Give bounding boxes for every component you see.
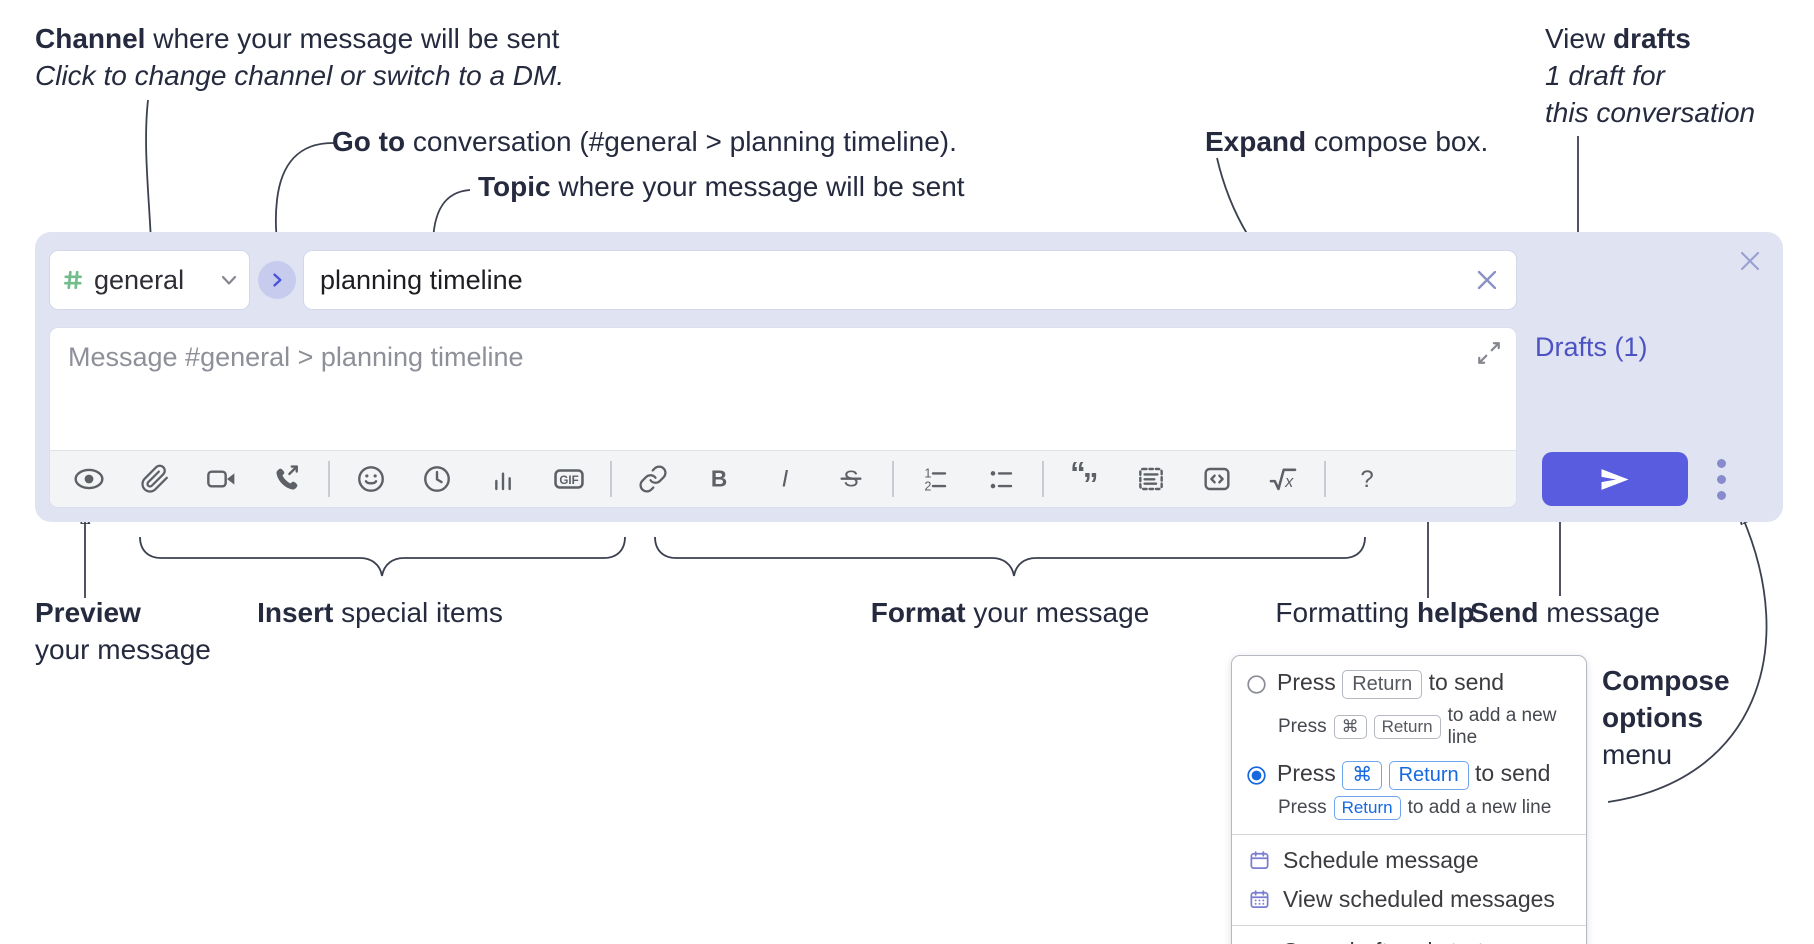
option-text: Press ⌘ Return to send (1277, 760, 1550, 790)
menu-item-save-draft[interactable]: Save draft and start a new message (1232, 932, 1586, 944)
link-icon[interactable] (633, 459, 673, 499)
compose-options-annotation: Compose options menu (1602, 665, 1730, 770)
video-call-icon[interactable] (201, 459, 241, 499)
toolbar-divider (328, 461, 330, 497)
svg-text:GIF: GIF (559, 474, 578, 487)
attach-file-icon[interactable] (135, 459, 175, 499)
poll-icon[interactable] (483, 459, 523, 499)
emoji-icon[interactable] (351, 459, 391, 499)
message-placeholder: Message #general > planning timeline (68, 342, 524, 372)
gif-icon[interactable]: GIF (549, 459, 589, 499)
clear-topic-icon[interactable] (1474, 267, 1500, 293)
menu-option-enter-sends[interactable]: Press Return to send (1232, 666, 1586, 702)
option-text: Press Return to send (1277, 669, 1504, 699)
radio-selected-icon (1247, 765, 1266, 785)
svg-text:I: I (782, 465, 789, 492)
voice-call-icon[interactable] (267, 459, 307, 499)
format-annotation: Format your message (870, 597, 1150, 628)
view-drafts-annotation: View drafts 1 draft for this conversatio… (1545, 23, 1756, 128)
toolbar-divider (1042, 461, 1044, 497)
calendar-icon (1250, 851, 1269, 870)
channel-arrow (146, 99, 151, 242)
formatting-help-icon[interactable]: ? (1347, 459, 1387, 499)
topic-annotation: Topic where your message will be sent (478, 171, 965, 202)
menu-item-view-scheduled-messages[interactable]: View scheduled messages (1232, 880, 1586, 919)
toolbar-divider (892, 461, 894, 497)
svg-text:2: 2 (924, 479, 931, 493)
svg-text:1: 1 (924, 467, 931, 481)
expand-annotation: Expand compose box. (1205, 126, 1489, 157)
calendar-dots-icon (1250, 890, 1269, 909)
svg-text:B: B (711, 465, 727, 491)
svg-text:“: “ (1070, 462, 1086, 490)
italic-icon[interactable]: I (765, 459, 805, 499)
channel-name: general (94, 264, 185, 295)
close-compose-icon[interactable] (1737, 248, 1763, 274)
menu-divider (1232, 925, 1586, 926)
send-button[interactable] (1542, 452, 1688, 506)
code-icon[interactable] (1197, 459, 1237, 499)
bulleted-list-icon[interactable] (981, 459, 1021, 499)
topic-value: planning timeline (320, 264, 523, 295)
channel-selector[interactable]: general (49, 250, 250, 310)
insert-brace (139, 536, 626, 577)
svg-text:x: x (1284, 473, 1294, 491)
go-to-conversation-button[interactable] (258, 261, 296, 299)
format-brace (654, 536, 1366, 577)
channel-annotation: Channel where your message will be sent … (35, 23, 565, 91)
global-time-icon[interactable] (417, 459, 457, 499)
drafts-link[interactable]: Drafts (1) (1535, 332, 1648, 362)
radio-unselected-icon (1247, 674, 1266, 694)
compose-box: general planning timeline Message #gener… (35, 232, 1783, 522)
goto-annotation: Go to conversation (#general > planning … (332, 126, 957, 157)
chevron-right-icon (273, 273, 282, 287)
preview-icon[interactable] (69, 459, 109, 499)
svg-text:”: ” (1083, 467, 1099, 496)
preview-annotation: Preview your message (35, 597, 211, 665)
bold-icon[interactable]: B (699, 459, 739, 499)
toolbar-divider (610, 461, 612, 497)
topic-input[interactable]: planning timeline (303, 250, 1517, 310)
message-textarea[interactable]: Message #general > planning timeline (49, 327, 1517, 508)
compose-options-icon[interactable] (1717, 459, 1726, 500)
hash-icon (64, 270, 82, 290)
spoiler-icon[interactable] (1131, 459, 1171, 499)
menu-divider (1232, 834, 1586, 835)
toolbar-divider (1324, 461, 1326, 497)
quote-icon[interactable]: “” (1065, 459, 1105, 499)
menu-item-schedule-message[interactable]: Schedule message (1232, 841, 1586, 880)
send-icon (1601, 468, 1629, 490)
send-annotation: Send message (1470, 597, 1660, 628)
chevron-down-icon (221, 275, 237, 286)
math-icon[interactable]: x (1263, 459, 1303, 499)
formatting-help-annotation: Formatting help (1275, 597, 1475, 628)
menu-option-cmd-enter-sends[interactable]: Press ⌘ Return to send (1232, 757, 1586, 793)
svg-text:?: ? (1360, 466, 1373, 493)
goto-arrow (276, 142, 336, 245)
insert-annotation: Insert special items (257, 597, 503, 628)
expand-compose-icon[interactable] (1476, 340, 1502, 366)
strikethrough-icon[interactable]: S (831, 459, 871, 499)
